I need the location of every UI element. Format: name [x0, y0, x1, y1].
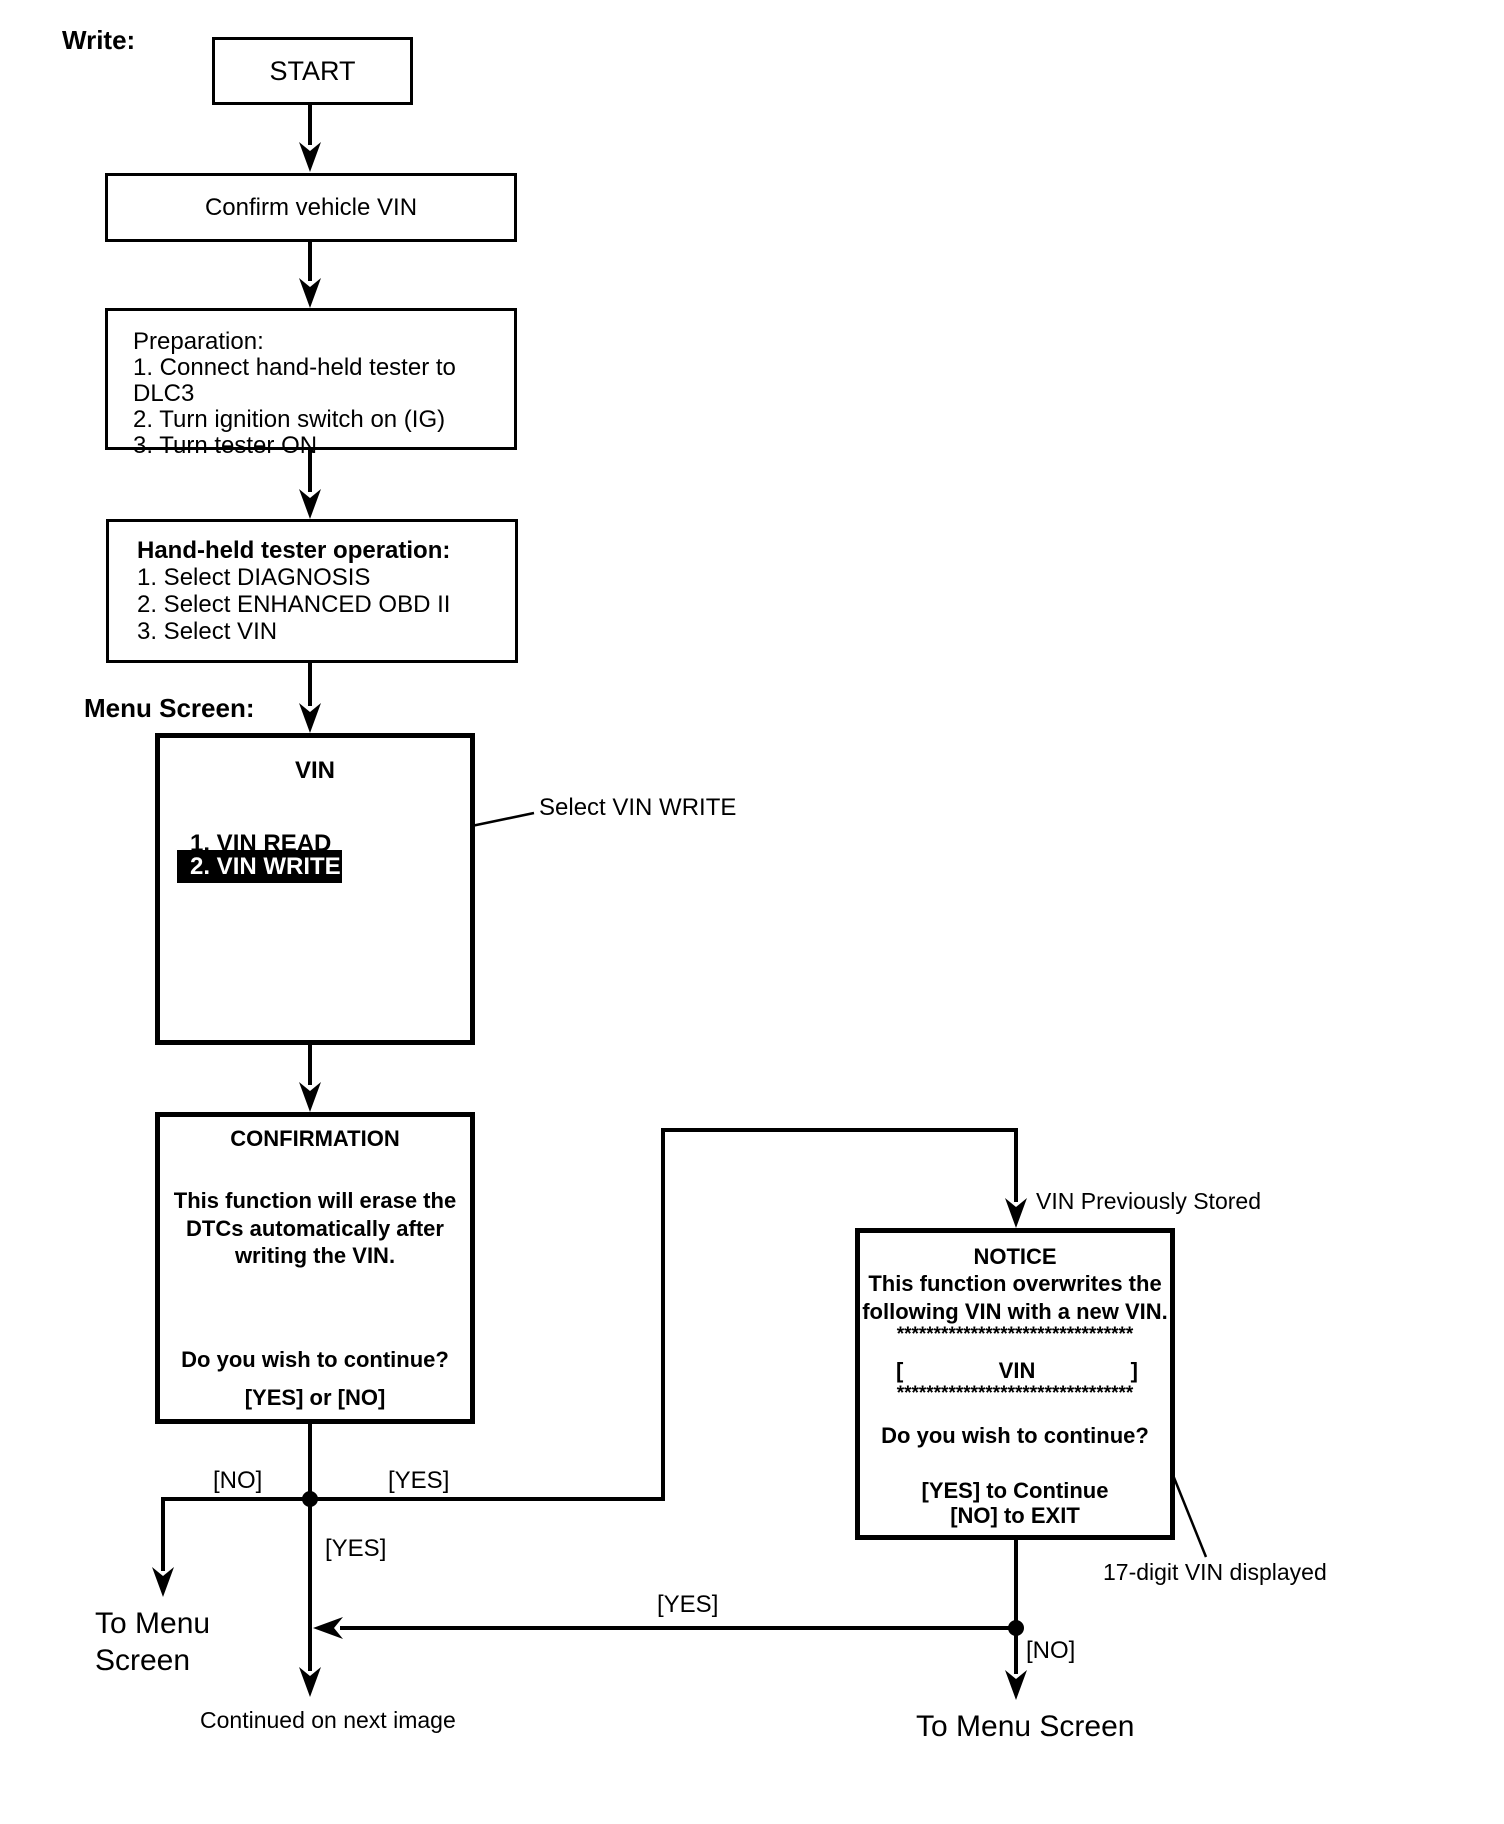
arrowhead-preparation-to-tester: [299, 489, 321, 519]
confirmation-body-line: This function will erase the: [173, 1188, 457, 1213]
preparation-step: 2. Turn ignition switch on (IG): [133, 406, 446, 433]
confirm-vin-node: Confirm vehicle VIN: [105, 173, 517, 242]
arrowhead-menu-to-confirmation: [299, 1082, 321, 1112]
to-menu-screen-left-line: Screen: [95, 1644, 191, 1677]
confirmation-question: Do you wish to continue?: [181, 1347, 449, 1372]
menu-item-vin-write-selected: 2. VIN WRITE: [177, 850, 342, 883]
preparation-step: 1. Connect hand-held tester to DLC3: [133, 354, 456, 407]
flowchart-title: Write:: [62, 25, 136, 55]
confirmation-body-line: DTCs automatically after: [186, 1216, 444, 1241]
notice-body-line: following VIN with a new VIN.: [862, 1299, 1168, 1324]
notice-asterisk-row: ********************************: [896, 1383, 1134, 1404]
edge-label-yes-right: [YES]: [388, 1467, 450, 1494]
arrowhead-to-menu-right: [1005, 1670, 1027, 1700]
preparation-node: Preparation: 1. Connect hand-held tester…: [105, 308, 517, 459]
notice-body-line: This function overwrites the: [868, 1271, 1162, 1296]
notice-vin-label: VIN: [998, 1358, 1036, 1383]
tester-operation-step: 2. Select ENHANCED OBD II: [137, 591, 451, 618]
menu-screen-section-label: Menu Screen:: [84, 693, 255, 723]
preparation-step: 3. Turn tester ON: [133, 432, 318, 459]
confirmation-body-line: writing the VIN.: [234, 1243, 396, 1268]
tester-operation-step: 1. Select DIAGNOSIS: [137, 564, 371, 591]
notice-asterisk-row: ********************************: [896, 1324, 1134, 1345]
junction-dot-confirmation: [302, 1491, 318, 1507]
arrowhead-start-to-confirm: [299, 142, 321, 172]
edge-label-no-left: [NO]: [213, 1467, 263, 1494]
notice-node: NOTICE This function overwrites the foll…: [855, 1228, 1175, 1540]
confirm-vin-label: Confirm vehicle VIN: [204, 193, 418, 221]
confirmation-node: CONFIRMATION This function will erase th…: [155, 1112, 475, 1424]
seventeen-digit-vin-annotation: 17-digit VIN displayed: [1103, 1559, 1327, 1585]
notice-no-line: [NO] to EXIT: [950, 1503, 1080, 1528]
tester-operation-node: Hand-held tester operation: 1. Select DI…: [106, 519, 518, 663]
select-vin-write-annotation: Select VIN WRITE: [539, 794, 737, 821]
start-node: START: [212, 37, 413, 105]
tester-operation-title: Hand-held tester operation:: [137, 537, 451, 564]
confirmation-title: CONFIRMATION: [230, 1126, 400, 1151]
junction-dot-notice: [1008, 1620, 1024, 1636]
arrowhead-confirm-to-preparation: [299, 278, 321, 308]
notice-vin-close-bracket: ]: [1130, 1358, 1138, 1383]
vin-previously-stored-annotation: VIN Previously Stored: [1036, 1188, 1261, 1214]
start-label: START: [269, 55, 356, 86]
edge-label-no-notice: [NO]: [1026, 1637, 1076, 1664]
notice-title: NOTICE: [973, 1244, 1057, 1269]
edge-label-yes-down: [YES]: [325, 1535, 387, 1562]
notice-vin-open-bracket: [: [896, 1358, 904, 1383]
continued-on-next-image-label: Continued on next image: [200, 1707, 456, 1733]
preparation-title: Preparation:: [133, 328, 264, 355]
notice-vin-row: [ VIN ]: [860, 1358, 1170, 1384]
edge-label-yes-return: [YES]: [657, 1591, 719, 1618]
tester-operation-step: 3. Select VIN: [137, 618, 278, 645]
to-menu-screen-left-label: To Menu Screen: [95, 1605, 210, 1679]
arrowhead-tester-to-menu: [299, 703, 321, 733]
confirmation-options: [YES] or [NO]: [244, 1385, 386, 1410]
notice-question: Do you wish to continue?: [881, 1423, 1149, 1448]
menu-screen-node: VIN 1. VIN READ 2. VIN WRITE: [155, 733, 475, 1045]
to-menu-screen-right-label: To Menu Screen: [916, 1710, 1135, 1743]
arrowhead-to-menu-left: [152, 1567, 174, 1597]
menu-screen-title: VIN: [294, 757, 335, 784]
arrowhead-into-notice: [1005, 1198, 1027, 1228]
arrowhead-return-left: [313, 1617, 343, 1639]
to-menu-screen-left-line: To Menu: [95, 1607, 211, 1640]
arrowhead-continued: [299, 1667, 321, 1697]
notice-yes-line: [YES] to Continue: [921, 1478, 1109, 1503]
